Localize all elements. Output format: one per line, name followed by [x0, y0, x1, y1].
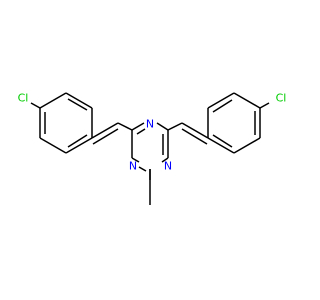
nitrogen-atom-bottom-left: N [129, 160, 137, 173]
left-benzene-ring [39, 92, 93, 154]
triazine-ring [131, 122, 169, 180]
chlorine-atom-right: Cl [276, 92, 287, 105]
left-vinyl-linker [91, 122, 133, 145]
nitrogen-atom-bottom-right: N [164, 160, 172, 173]
chlorine-atom-left: Cl [18, 92, 29, 105]
nitrogen-atom-top: N [146, 118, 154, 131]
molecule-structure: Cl Cl N N N [18, 92, 287, 205]
molecule-canvas: Cl Cl N N N [18, 92, 287, 205]
right-benzene-ring [207, 92, 261, 154]
right-c-cl-bond [259, 102, 270, 109]
right-vinyl-linker [167, 122, 209, 145]
left-c-cl-bond [30, 102, 41, 109]
